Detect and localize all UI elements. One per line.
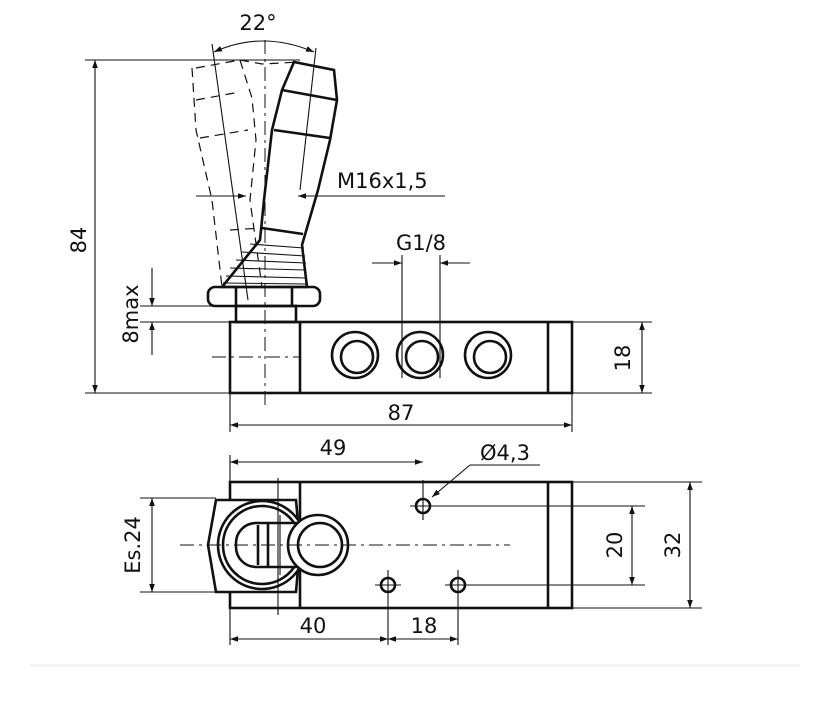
height-84-label: 84 xyxy=(67,227,91,254)
hole-offset-label: 49 xyxy=(320,436,347,460)
length-label: 87 xyxy=(388,401,415,425)
thread-label: M16x1,5 xyxy=(337,169,428,193)
top-view: 49 Ø4,3 Es.24 20 32 40 18 xyxy=(121,436,702,645)
mounting-holes xyxy=(375,480,471,645)
wrench-size-label: Es.24 xyxy=(121,516,145,574)
width-label: 32 xyxy=(661,532,685,559)
lever-alternate-position xyxy=(191,59,301,288)
hole-spacing-v-label: 20 xyxy=(603,532,627,559)
stem xyxy=(234,304,298,324)
nut-8max-label: 8max xyxy=(119,284,143,343)
hex-nut xyxy=(206,285,322,308)
ports xyxy=(330,330,513,380)
hole-pos-label: 40 xyxy=(300,614,327,638)
lever xyxy=(219,60,339,289)
angle-label: 22° xyxy=(239,11,276,35)
valve-body xyxy=(228,320,574,395)
divider xyxy=(30,664,800,667)
front-view: 22° 84 8max xyxy=(67,11,652,432)
body-height-label: 18 xyxy=(611,345,635,372)
hole-diameter-label: Ø4,3 xyxy=(480,441,530,465)
port-label: G1/8 xyxy=(396,231,446,255)
hole-spacing-h-label: 18 xyxy=(411,614,438,638)
